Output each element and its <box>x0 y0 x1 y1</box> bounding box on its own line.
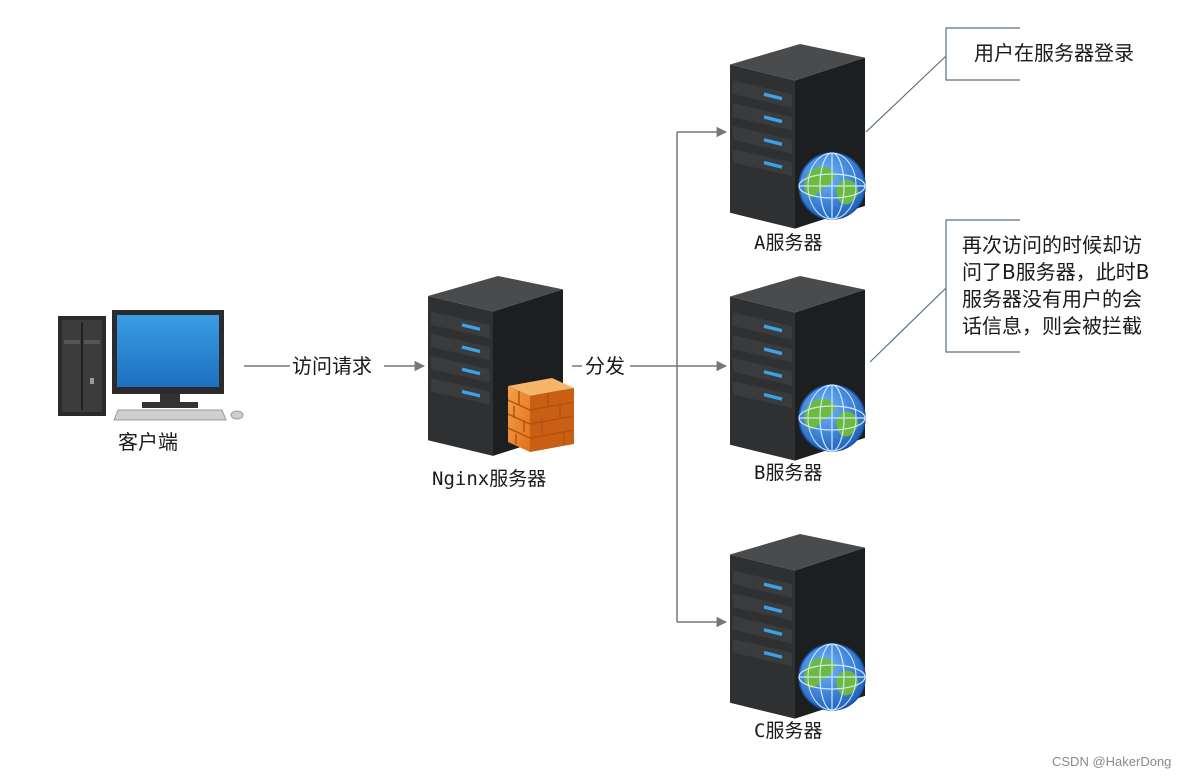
note-intercept-line: 再次访问的时候却访 <box>962 233 1142 257</box>
note-intercept-line: 服务器没有用户的会 <box>962 287 1142 311</box>
note-intercept-line: 话信息，则会被拦截 <box>962 314 1142 338</box>
note-login: 用户在服务器登录 <box>974 41 1134 65</box>
watermark: CSDN @HakerDong <box>1052 754 1172 769</box>
edge-dispatch <box>572 126 728 628</box>
note-intercept-callout <box>869 219 1020 363</box>
server-c-icon <box>728 532 867 721</box>
nginx-server-label: Nginx服务器 <box>432 468 547 490</box>
edge-dispatch-label: 分发 <box>585 354 625 378</box>
note-login-callout <box>865 27 1020 133</box>
server-a-icon <box>728 42 867 231</box>
edge-request-label: 访问请求 <box>292 354 372 378</box>
server-a-label: A服务器 <box>754 232 823 254</box>
client-computer-icon <box>58 310 244 421</box>
client-label: 客户端 <box>118 430 178 454</box>
server-b-label: B服务器 <box>754 462 823 484</box>
server-b-icon <box>728 274 867 463</box>
note-intercept-line: 问了B服务器，此时B <box>962 260 1150 284</box>
firewall-icon <box>507 378 575 452</box>
server-c-label: C服务器 <box>754 720 823 742</box>
note-intercept: 再次访问的时候却访 问了B服务器，此时B 服务器没有用户的会 话信息，则会被拦截 <box>962 232 1174 340</box>
